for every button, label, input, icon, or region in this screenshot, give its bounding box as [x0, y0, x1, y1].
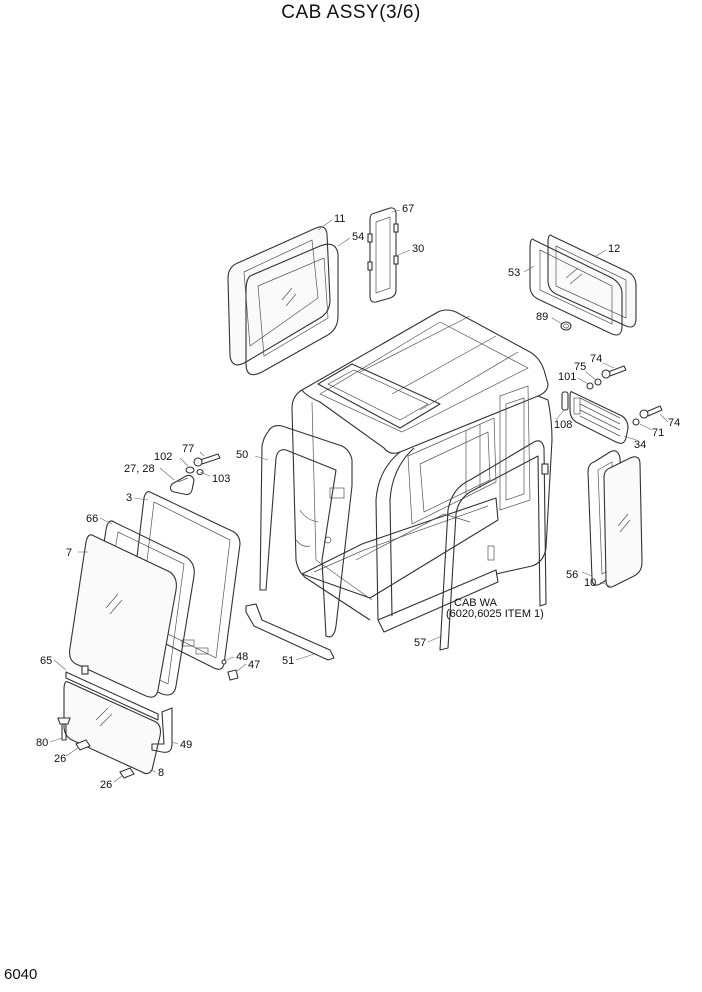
callout-47: 47 — [248, 659, 260, 671]
callout-49: 49 — [180, 739, 192, 751]
callout-26-bottom: 26 — [100, 779, 112, 791]
callout-10: 10 — [584, 577, 596, 589]
small-rear-window — [367, 207, 399, 303]
callout-27-28: 27, 28 — [124, 463, 155, 475]
callout-75: 75 — [574, 361, 586, 373]
page-title: CAB ASSY(3/6) — [281, 2, 421, 23]
callout-48: 48 — [236, 651, 248, 663]
lower-seal — [245, 603, 335, 661]
small-parts-47-48 — [221, 659, 239, 681]
callout-3: 3 — [126, 492, 132, 504]
page-number: 6040 — [4, 966, 38, 983]
callout-108: 108 — [554, 419, 572, 431]
front-window-seal — [259, 425, 353, 638]
callout-labels: 11 54 67 30 12 53 89 74 75 101 108 74 71… — [36, 203, 680, 791]
cab-note: CAB WA (6020,6025 ITEM 1) — [446, 597, 544, 620]
left-upper-window-glass — [227, 226, 339, 376]
door-hardware — [169, 453, 221, 496]
callout-74-upper: 74 — [590, 353, 602, 365]
callout-56: 56 — [566, 569, 578, 581]
callout-7: 7 — [66, 547, 72, 559]
callout-57: 57 — [414, 637, 426, 649]
callout-77: 77 — [182, 443, 194, 455]
right-upper-window — [529, 234, 637, 336]
callout-67: 67 — [402, 203, 414, 215]
callout-12: 12 — [608, 243, 620, 255]
callout-11: 11 — [334, 213, 345, 225]
callout-53: 53 — [508, 267, 520, 279]
callout-103: 103 — [212, 473, 230, 485]
leader-lines — [49, 209, 669, 783]
callout-65: 65 — [40, 655, 52, 667]
callout-30: 30 — [412, 243, 424, 255]
callout-8: 8 — [158, 767, 164, 779]
vent-panel — [561, 365, 663, 444]
door-seal — [439, 440, 549, 651]
callout-51: 51 — [282, 655, 294, 667]
callout-26-left: 26 — [54, 753, 66, 765]
right-lower-window — [587, 450, 643, 588]
note-line-1: CAB WA — [454, 597, 498, 609]
front-glass-7 — [69, 534, 177, 698]
callout-54: 54 — [352, 231, 364, 243]
callout-101: 101 — [558, 371, 576, 383]
callout-89: 89 — [536, 311, 548, 323]
callout-102: 102 — [154, 451, 172, 463]
cab-frame — [291, 309, 553, 633]
callout-50: 50 — [236, 449, 248, 461]
callout-74-lower: 74 — [668, 417, 680, 429]
callout-34: 34 — [634, 439, 646, 451]
callout-66: 66 — [86, 513, 98, 525]
note-line-2: (6020,6025 ITEM 1) — [446, 608, 544, 620]
callout-71: 71 — [652, 427, 664, 439]
callout-80: 80 — [36, 737, 48, 749]
lower-front-glass — [57, 665, 173, 779]
